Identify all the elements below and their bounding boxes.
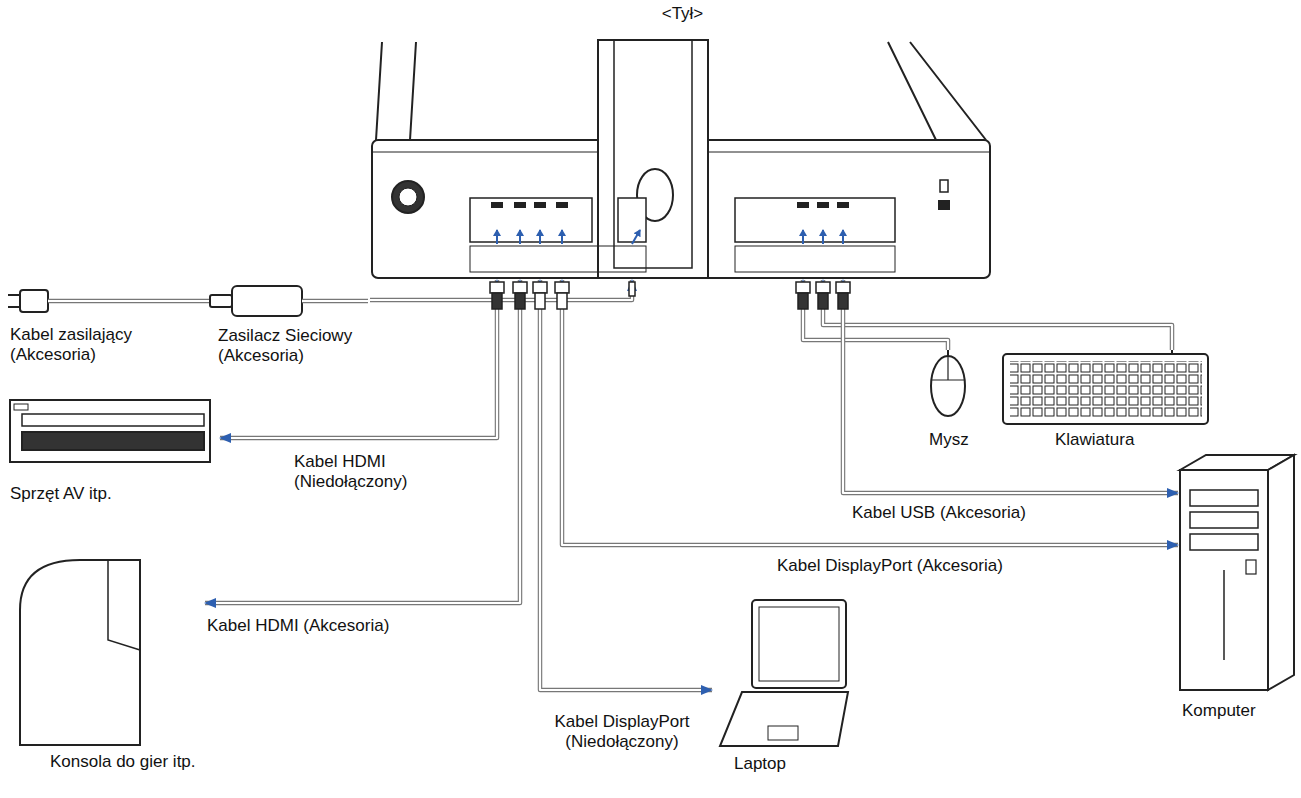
node-caption: Konsola do gier itp. [50, 752, 196, 772]
cable-label: Kabel DisplayPort (Niedołączony) [530, 712, 714, 751]
laptop: Laptop [712, 596, 852, 778]
laptop [720, 600, 848, 746]
node-caption: Sprzęt AV itp. [10, 484, 112, 504]
monitor-back [372, 40, 990, 278]
node-caption: Zasilacz Sieciowy (Akcesoria) [218, 326, 368, 365]
computer-tower [1180, 455, 1294, 690]
power-adapter: Zasilacz Sieciowy (Akcesoria) [218, 282, 370, 370]
cable-connector [562, 280, 1178, 545]
cable-label: Kabel zasilający (Akcesoria) [8, 325, 162, 364]
node-caption: Mysz [929, 430, 969, 450]
keyboard [1003, 350, 1208, 424]
port-arrows [497, 230, 843, 244]
cable-label: Kabel HDMI (Niedołączony) [292, 452, 436, 491]
node-caption: <Tył> [370, 4, 995, 24]
power-plug [8, 290, 232, 312]
port-plugs [490, 282, 850, 309]
monitor: <Tył> [370, 0, 997, 280]
cable-connector [843, 280, 1178, 493]
node-caption: Klawiatura [1055, 430, 1134, 450]
computer: Komputer [1178, 455, 1296, 727]
keyboard: Klawiatura [1000, 350, 1212, 452]
cable-label: Kabel USB (Akcesoria) [850, 503, 1028, 523]
cable-connector [540, 280, 712, 690]
mouse: Mysz [925, 350, 975, 452]
cable-connector [205, 280, 520, 603]
mouse [931, 350, 965, 416]
game-console: Konsola do gier itp. [15, 556, 205, 774]
game-console [20, 560, 140, 745]
av-device [10, 400, 210, 462]
cable-label: Kabel HDMI (Akcesoria) [205, 616, 391, 636]
cable-label: Kabel DisplayPort (Akcesoria) [775, 556, 1005, 576]
node-caption: Komputer [1182, 701, 1256, 721]
power-adapter [232, 286, 368, 316]
cable-connector [823, 280, 1172, 350]
node-caption: Laptop [734, 754, 786, 774]
av-device: Sprzęt AV itp. [8, 396, 220, 508]
